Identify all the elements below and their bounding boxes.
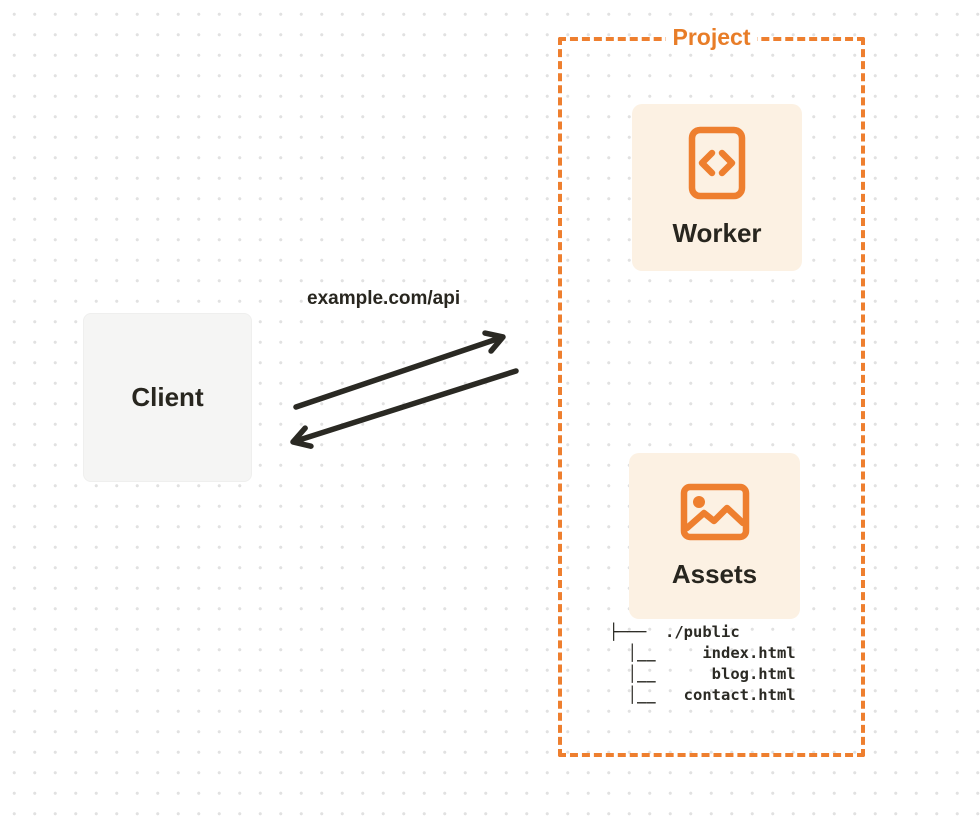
image-sun-dot — [692, 495, 705, 508]
project-label: Project — [665, 24, 758, 51]
project-boundary: Project Worker Assets ├─── ./public │__ … — [558, 24, 865, 757]
image-icon — [680, 483, 749, 540]
assets-node: Assets — [629, 453, 800, 619]
client-label: Client — [131, 382, 204, 412]
response-arrow — [290, 368, 519, 449]
request-url-label: example.com/api — [307, 288, 461, 309]
assets-file-tree: ├─── ./public │__ index.html │__ blog.ht… — [609, 623, 796, 704]
code-file-icon — [688, 126, 746, 200]
worker-node: Worker — [632, 104, 802, 271]
request-arrow — [293, 330, 506, 410]
assets-label: Assets — [671, 558, 758, 589]
client-node: Client — [83, 313, 252, 482]
worker-label: Worker — [672, 218, 762, 248]
